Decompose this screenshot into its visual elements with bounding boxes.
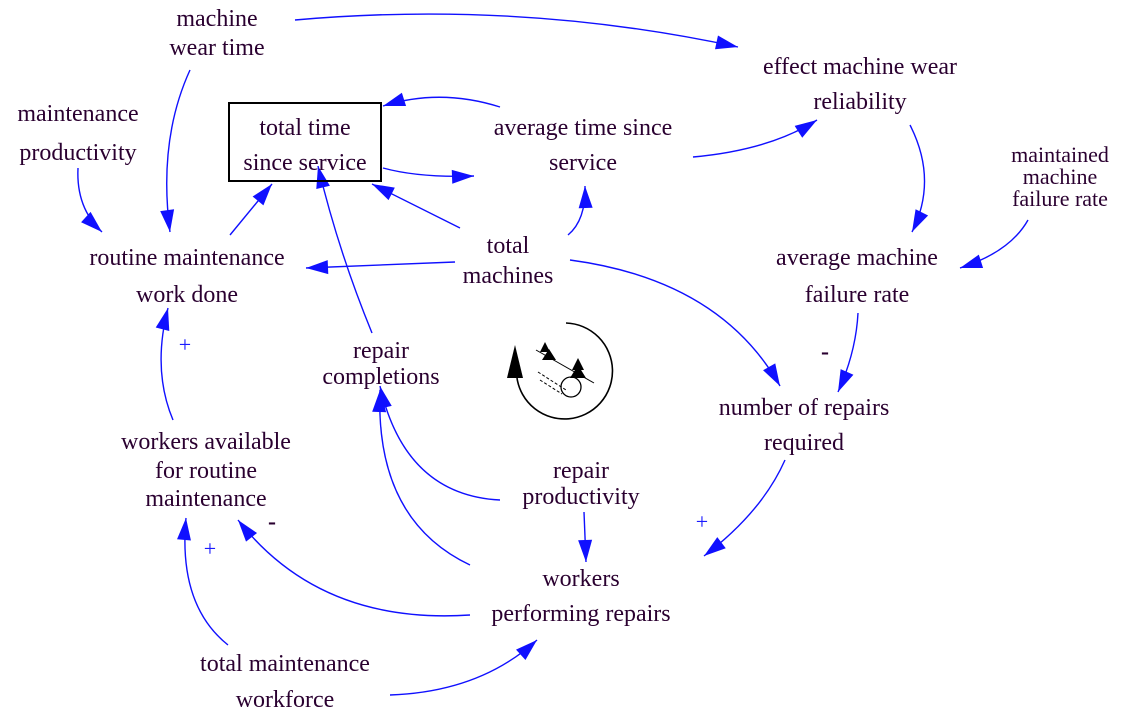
node-label-line: average machine xyxy=(776,245,938,271)
node-label-line: routine maintenance xyxy=(89,245,284,271)
node-maintained-machine-failure-rate[interactable]: maintained machine failure rate xyxy=(1011,142,1109,211)
node-label-line: total xyxy=(487,233,530,259)
node-repair-completions[interactable]: repair completions xyxy=(322,338,439,390)
link-wear-time-to-routine xyxy=(160,69,191,233)
link-repair-productivity-to-workers xyxy=(578,511,593,563)
node-label-line: performing repairs xyxy=(491,601,670,627)
node-label-line: maintained xyxy=(1011,142,1109,167)
node-maintenance-productivity[interactable]: maintenance productivity xyxy=(17,101,138,166)
link-productivity-to-routine xyxy=(77,167,103,233)
node-routine-maintenance-work-done[interactable]: routine maintenance work done xyxy=(89,245,284,308)
node-label-line: maintenance xyxy=(17,101,138,127)
node-machine-wear-time[interactable]: machine wear time xyxy=(169,6,264,61)
node-label-line: productivity xyxy=(19,140,136,166)
link-machines-to-total-time xyxy=(371,183,461,229)
link-available-to-routine xyxy=(155,307,174,421)
node-label-line: total maintenance xyxy=(200,651,370,677)
node-repair-productivity[interactable]: repair productivity xyxy=(522,458,639,510)
polarity-minus: - xyxy=(821,339,829,365)
node-label-line: productivity xyxy=(522,484,639,510)
node-label-line: service xyxy=(549,150,617,176)
node-label-line: repair xyxy=(353,338,409,364)
node-label-line: maintenance xyxy=(145,486,266,512)
links xyxy=(77,13,1029,696)
node-workers-available-for-routine-maintenance[interactable]: workers available for routine maintenanc… xyxy=(121,429,291,512)
node-label-line: wear time xyxy=(169,35,264,61)
link-average-to-total-time xyxy=(382,92,501,108)
node-label-line: since service xyxy=(243,150,366,176)
total-time-since-service-stock[interactable] xyxy=(228,102,382,182)
link-machines-to-repairs xyxy=(569,259,781,387)
polarity-minus: - xyxy=(268,509,276,535)
node-label-line: failure rate xyxy=(805,282,910,308)
link-effect-to-avg-failure xyxy=(909,124,929,233)
link-workforce-to-workers-performing xyxy=(389,639,538,696)
snowball-reinforcing-loop-icon xyxy=(507,322,614,420)
node-label-line: repair xyxy=(553,458,609,484)
node-total-time-since-service[interactable]: total time since service xyxy=(243,115,366,176)
node-label-line: workforce xyxy=(236,687,335,713)
link-workers-performing-to-completions xyxy=(372,389,471,566)
node-label-line: effect machine wear xyxy=(763,54,957,80)
node-label-line: work done xyxy=(136,282,238,308)
link-workforce-to-available xyxy=(177,517,229,646)
node-label-line: reliability xyxy=(813,89,906,115)
node-label-line: workers available xyxy=(121,429,291,455)
link-workers-performing-to-available xyxy=(237,519,471,617)
node-average-time-since-service[interactable]: average time since service xyxy=(494,115,673,176)
node-label-line: required xyxy=(764,430,844,456)
polarity-plus: + xyxy=(204,536,216,561)
link-maintained-to-avg-failure xyxy=(959,219,1029,269)
link-wear-time-to-effect xyxy=(294,13,739,50)
polarity-plus: + xyxy=(179,332,191,357)
node-label-line: total time xyxy=(259,115,350,141)
node-label-line: failure rate xyxy=(1012,186,1108,211)
polarity-plus: + xyxy=(696,509,708,534)
link-total-time-to-average xyxy=(382,167,475,184)
link-repair-productivity-to-completions xyxy=(378,385,501,501)
link-average-to-effect xyxy=(692,119,818,158)
link-avg-failure-to-repairs xyxy=(837,312,859,393)
node-label-line: average time since xyxy=(494,115,673,141)
node-label-line: for routine xyxy=(155,458,257,484)
link-completions-to-total-time xyxy=(316,165,373,334)
node-effect-machine-wear-reliability[interactable]: effect machine wear reliability xyxy=(763,54,957,115)
node-average-machine-failure-rate[interactable]: average machine failure rate xyxy=(776,245,938,308)
node-number-of-repairs-required[interactable]: number of repairs required xyxy=(719,395,890,456)
node-label-line: completions xyxy=(322,364,439,390)
link-repairs-to-workers-performing xyxy=(703,459,786,557)
node-label-line: workers xyxy=(542,566,619,592)
link-machines-to-average xyxy=(567,185,593,236)
link-routine-to-total-time xyxy=(229,183,273,236)
node-label-line: machine xyxy=(176,6,257,32)
node-workers-performing-repairs[interactable]: workers performing repairs xyxy=(491,566,670,627)
node-label-line: machine xyxy=(1023,164,1098,189)
node-total-maintenance-workforce[interactable]: total maintenance workforce xyxy=(200,651,370,713)
link-machines-to-routine xyxy=(305,260,456,275)
node-label-line: number of repairs xyxy=(719,395,890,421)
node-total-machines[interactable]: total machines xyxy=(463,233,554,289)
node-label-line: machines xyxy=(463,263,554,289)
